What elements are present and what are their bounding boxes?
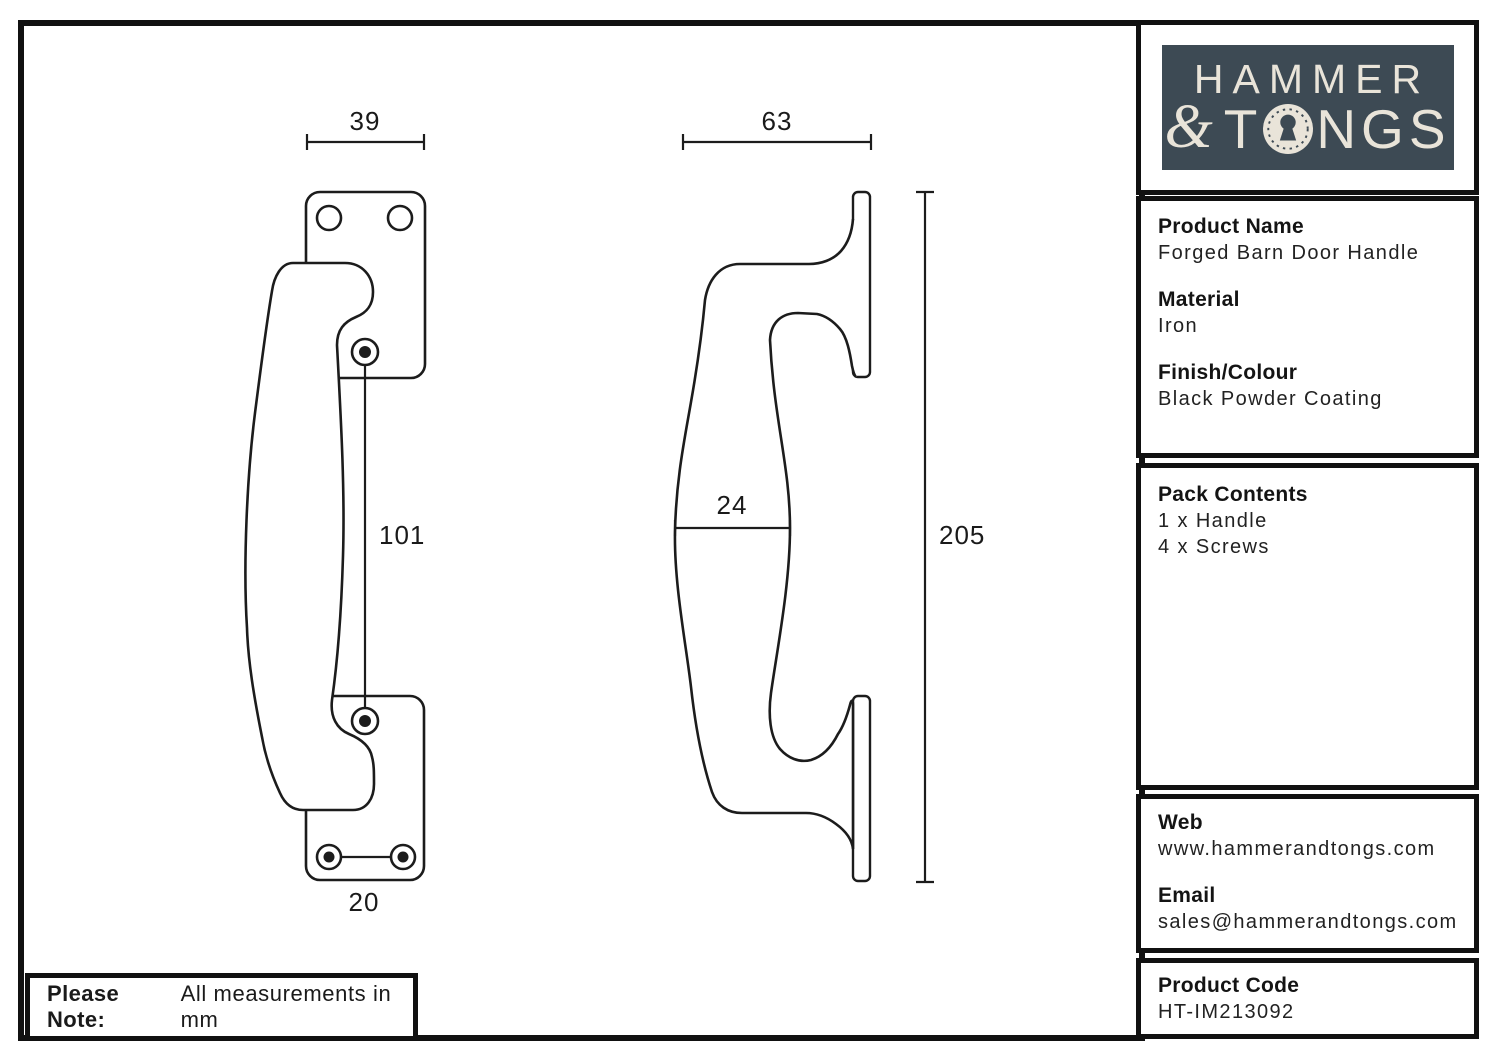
dim-24-line (673, 520, 792, 536)
front-view (244, 134, 427, 882)
ampersand-glyph: & (1164, 92, 1218, 161)
product-code-value: HT-IM213092 (1158, 1001, 1295, 1023)
web-label: Web (1158, 811, 1203, 834)
fixing-point-icon (350, 706, 380, 736)
dim-label-fixing-centres: 101 (379, 520, 425, 550)
email-label: Email (1158, 884, 1216, 907)
product-name-label: Product Name (1158, 215, 1304, 238)
screw-point-icon (315, 843, 343, 871)
dim-label-front-width: 39 (350, 106, 381, 136)
dim-label-screw-spacing: 20 (349, 887, 380, 917)
logo-letters-ngs: NGS (1316, 97, 1451, 160)
keyhole-icon (1263, 103, 1314, 154)
product-code-section: Product Code HT-IM213092 (1136, 958, 1479, 1039)
side-bottom-plate-edge (851, 694, 872, 883)
screw-hole-icon (386, 204, 414, 232)
logo-letter-t: T (1223, 97, 1263, 160)
logo-word-tongs: & T NGS (1164, 92, 1451, 161)
screw-hole-icon (315, 204, 343, 232)
front-handle-outline (244, 261, 376, 812)
pack-contents-label: Pack Contents (1158, 483, 1308, 506)
contact-section: Web www.hammerandtongs.com Email sales@h… (1136, 794, 1479, 953)
pack-item: 1 x Handle (1158, 510, 1268, 532)
drawing-frame (18, 20, 1145, 1041)
dim-63-line (681, 134, 873, 150)
product-name-value: Forged Barn Door Handle (1158, 242, 1420, 264)
hammer-and-tongs-logo: HAMMER & T NGS (1161, 45, 1454, 170)
dim-39-line (305, 134, 426, 150)
side-handle-fill (674, 219, 861, 849)
fixing-point-icon (350, 337, 380, 367)
product-code-label: Product Code (1158, 974, 1300, 997)
finish-value: Black Powder Coating (1158, 388, 1383, 410)
dim-label-grip-thickness: 24 (717, 490, 748, 520)
side-view (673, 134, 934, 884)
logo-word-hammer: HAMMER (1193, 55, 1431, 102)
email-value: sales@hammerandtongs.com (1158, 911, 1458, 933)
pack-contents-section: Pack Contents 1 x Handle 4 x Screws (1136, 463, 1479, 790)
dim-label-projection: 63 (762, 106, 793, 136)
note-text: All measurements in mm (180, 981, 392, 1032)
side-handle-outline (673, 218, 857, 850)
dim-205-line (916, 190, 934, 884)
web-value: www.hammerandtongs.com (1158, 838, 1436, 860)
pack-item: 4 x Screws (1158, 536, 1270, 558)
note-label: Please Note: (47, 981, 120, 1032)
screw-point-icon (389, 843, 417, 871)
finish-label: Finish/Colour (1158, 361, 1298, 384)
material-value: Iron (1158, 315, 1199, 337)
logo-box: HAMMER & T NGS (1136, 20, 1479, 195)
product-details-section: Product Name Forged Barn Door Handle Mat… (1136, 196, 1479, 458)
measurements-note: Please Note: All measurements in mm (25, 973, 418, 1041)
dim-label-overall-height: 205 (939, 520, 985, 550)
material-label: Material (1158, 288, 1240, 311)
